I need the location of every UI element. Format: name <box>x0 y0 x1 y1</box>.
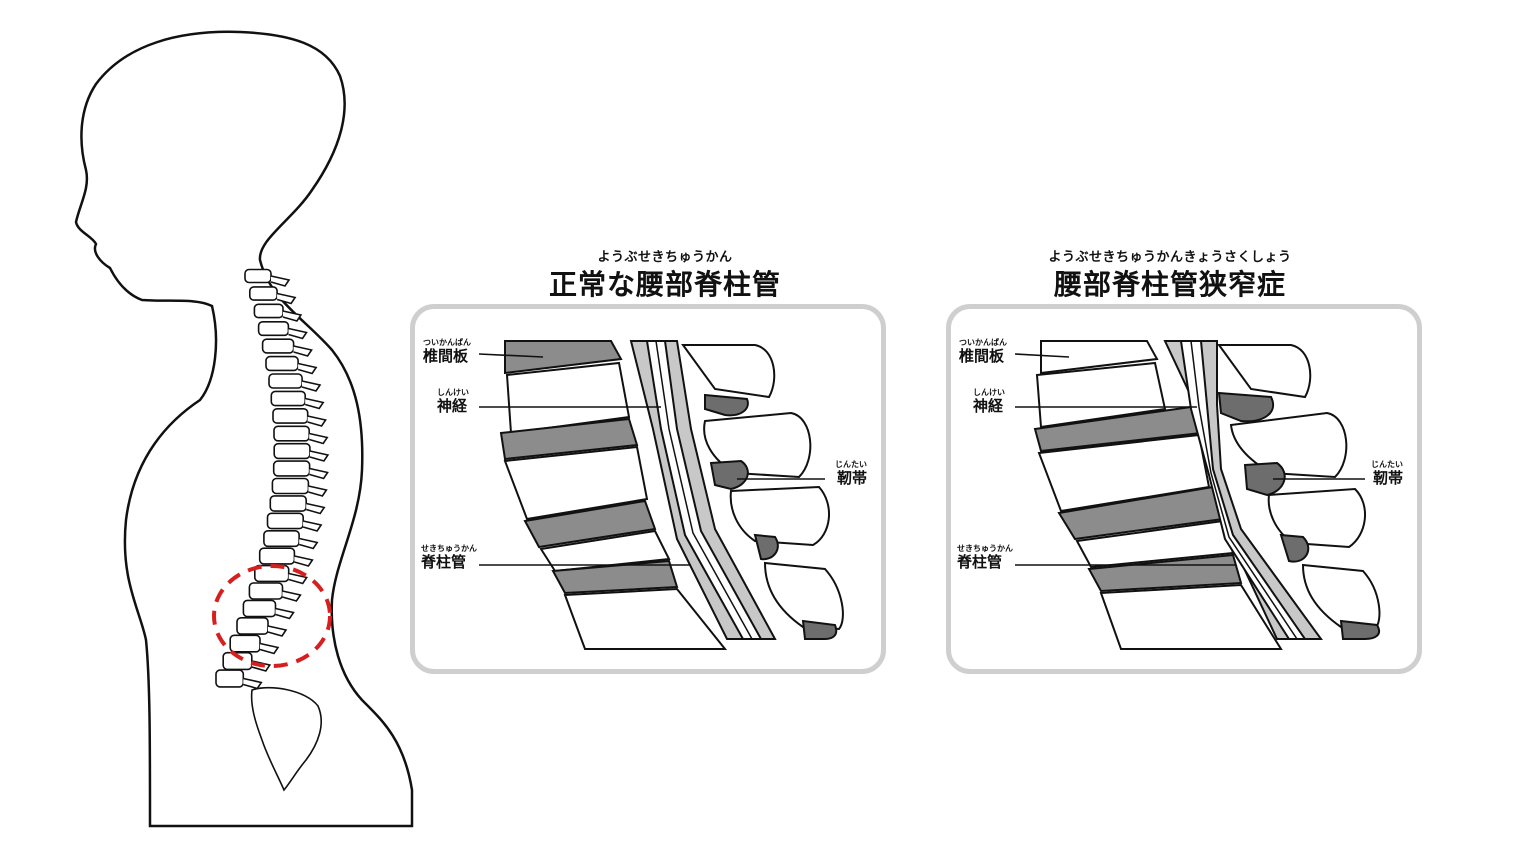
normal-label-ligament: じんたい 靭帯 <box>835 460 867 487</box>
stenosis-spine-panel: ついかんばん 椎間板 しんけい 神経 じんたい 靭帯 せきちゅうかん 脊柱管 <box>946 304 1422 674</box>
vertebra <box>263 529 300 548</box>
disc-top <box>1040 340 1159 375</box>
normal-title-ruby: ようぶせきちゅうかん <box>597 250 733 265</box>
vertebra-process <box>288 572 309 585</box>
vertebra <box>257 320 290 337</box>
compressed-nerve <box>1179 340 1307 640</box>
vertebra-process <box>298 537 319 550</box>
vertebra <box>258 547 296 565</box>
vertebra-process <box>288 327 308 340</box>
nerve-bundle <box>645 340 763 640</box>
vertebra-process <box>275 607 295 620</box>
thick-ligament-2 <box>1243 461 1286 497</box>
normal-title: ようぶせきちゅうかん 正常な腰部脊柱管 <box>520 246 810 303</box>
vertebra <box>244 268 272 284</box>
vertebra-process <box>305 502 326 515</box>
vertebra <box>273 442 311 460</box>
vertebra-process <box>282 310 303 322</box>
vertebra <box>268 373 303 389</box>
ligament-4 <box>801 619 838 640</box>
vertebra-process <box>282 590 302 602</box>
spine-icon <box>215 268 330 792</box>
normal-spine-illustration <box>478 340 844 650</box>
normal-label-canal: せきちゅうかん 脊柱管 <box>421 544 477 571</box>
thick-ligament-4 <box>1339 619 1381 640</box>
spinous-process-3 <box>729 485 831 547</box>
vertebra <box>272 407 309 424</box>
ligament-2 <box>709 459 749 491</box>
disc-2 <box>523 499 657 549</box>
vertebra-process <box>307 415 327 427</box>
lumbar-highlight-circle <box>212 564 332 668</box>
vertebra-body-4 <box>563 587 728 650</box>
stenosis-label-ligament: じんたい 靭帯 <box>1371 460 1403 487</box>
stenosis-label-canal: せきちゅうかん 脊柱管 <box>957 544 1013 571</box>
vertebra-process <box>297 362 318 375</box>
vertebra <box>266 512 305 530</box>
vertebra <box>248 582 284 600</box>
vertebra-body-1 <box>1035 361 1167 429</box>
vertebra-process <box>309 467 329 480</box>
normal-label-nerve: しんけい 神経 <box>437 388 469 415</box>
normal-spine-panel: ついかんばん 椎間板 しんけい 神経 じんたい 靭帯 せきちゅうかん 脊柱管 <box>410 304 886 674</box>
spinous-process-4 <box>1301 563 1381 631</box>
vertebra <box>261 338 295 354</box>
normal-title-text: 正常な腰部脊柱管 <box>548 268 781 301</box>
stenosis-title-text: 腰部脊柱管狭窄症 <box>1053 268 1286 301</box>
vertebra <box>215 669 245 688</box>
vertebra-body-2 <box>503 445 649 521</box>
disc-top <box>504 340 623 375</box>
vertebra-process <box>276 292 297 305</box>
spinous-process-4 <box>763 561 844 631</box>
spinous-process-3 <box>1267 487 1367 549</box>
bulging-disc-3 <box>1087 553 1243 593</box>
vertebra-process <box>259 642 280 655</box>
vertebra <box>271 477 310 495</box>
human-silhouette-figure <box>74 30 414 828</box>
thick-ligament-1 <box>1217 391 1274 423</box>
vertebra <box>272 460 311 477</box>
stenosis-title: ようぶせきちゅうかんきょうさくしょう 腰部脊柱管狭窄症 <box>1010 246 1330 303</box>
vertebra-process <box>309 450 330 462</box>
thick-ligament-3 <box>1279 533 1310 563</box>
vertebra-process <box>243 677 263 690</box>
ligament-1 <box>704 393 749 417</box>
vertebra <box>273 425 311 442</box>
spinous-process-2 <box>1229 411 1348 479</box>
vertebra-process <box>308 485 328 497</box>
body-outline <box>74 30 414 828</box>
vertebra-process <box>267 625 288 637</box>
vertebra-process <box>294 555 314 567</box>
vertebra <box>269 495 307 512</box>
vertebra-process <box>304 397 325 410</box>
vertebra <box>236 616 269 635</box>
stenosis-label-nerve: しんけい 神経 <box>973 388 1005 415</box>
vertebra-body-3 <box>539 529 671 573</box>
vertebra <box>249 286 278 301</box>
stenosis-label-disc: ついかんばん 椎間板 <box>959 338 1007 365</box>
vertebra-process <box>302 520 323 532</box>
sacrum <box>250 686 322 792</box>
vertebra-process <box>308 432 329 445</box>
spinous-process-1 <box>681 344 776 399</box>
vertebra-process <box>270 275 291 287</box>
stenosis-title-ruby: ようぶせきちゅうかんきょうさくしょう <box>1048 250 1292 265</box>
vertebra-process <box>301 380 322 392</box>
vertebra <box>270 390 306 407</box>
spinous-process-1 <box>1217 344 1312 399</box>
vertebra <box>229 634 261 653</box>
vertebra-body-4 <box>1099 583 1283 650</box>
ligament-3 <box>753 533 779 561</box>
vertebra-process <box>293 345 313 357</box>
vertebra-body-1 <box>505 361 631 435</box>
vertebra <box>253 303 284 319</box>
vertebra <box>242 599 277 618</box>
disc-1 <box>499 417 639 461</box>
normal-label-disc: ついかんばん 椎間板 <box>423 338 471 365</box>
vertebra <box>265 355 299 372</box>
stenosis-spine-illustration <box>1014 340 1381 650</box>
